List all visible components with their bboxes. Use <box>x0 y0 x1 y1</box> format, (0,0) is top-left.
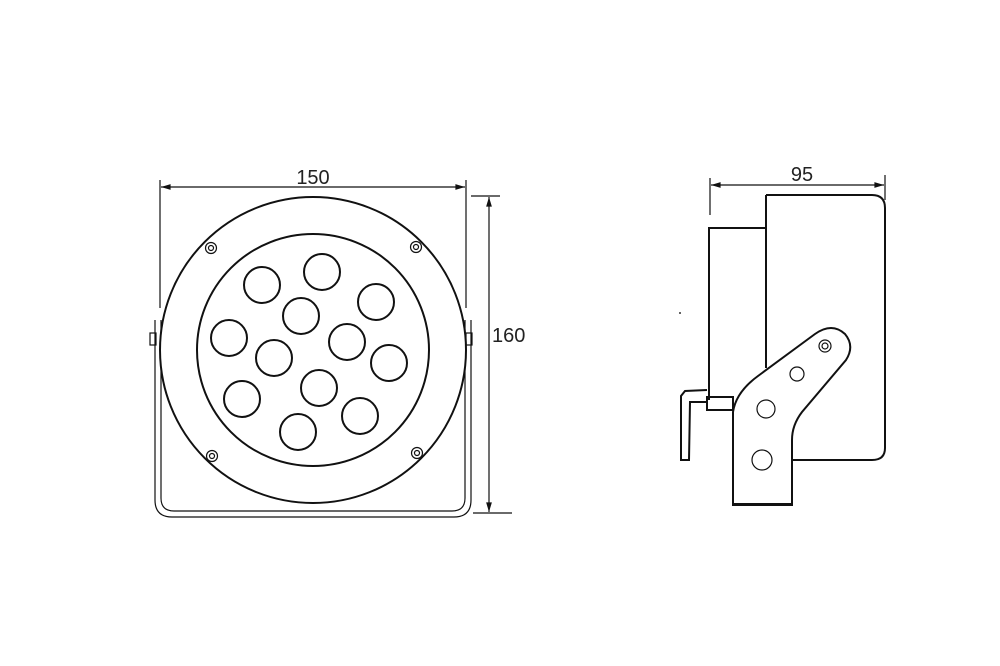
cable-handle <box>680 389 708 461</box>
housing-body <box>766 194 886 461</box>
led-lens <box>328 323 366 361</box>
side-view: 95 <box>679 164 886 506</box>
screw <box>204 241 218 255</box>
led-lens <box>370 344 408 382</box>
led-lens <box>341 397 379 435</box>
led-lens <box>223 380 261 418</box>
pivot-screw <box>818 339 832 353</box>
screw <box>412 243 420 251</box>
hinge-block <box>706 396 734 411</box>
led-lens <box>255 339 293 377</box>
screw <box>413 449 421 457</box>
width-dimension: 150 <box>159 167 467 308</box>
front-view: 150 160 <box>149 167 525 518</box>
stray-dot <box>679 312 681 314</box>
led-lens <box>279 413 317 451</box>
screw <box>207 244 215 252</box>
screws <box>204 240 424 463</box>
bracket-plate <box>732 327 852 506</box>
height-dimension: 160 <box>471 195 525 514</box>
rear-section <box>708 227 766 400</box>
led-lens <box>300 369 338 407</box>
bracket-tab-left <box>149 332 157 346</box>
width-label: 150 <box>296 167 329 189</box>
lens-plate-circle <box>196 233 430 467</box>
screw <box>208 452 216 460</box>
height-label: 160 <box>492 325 525 347</box>
led-lens <box>282 297 320 335</box>
bracket-hole <box>789 366 805 382</box>
led-lens <box>210 319 248 357</box>
led-lens <box>243 266 281 304</box>
mounting-bracket <box>149 320 473 518</box>
led-lens <box>303 253 341 291</box>
outer-housing-circle <box>159 196 467 504</box>
screw <box>205 449 219 463</box>
screw <box>409 240 423 254</box>
led-lens <box>357 283 395 321</box>
bracket-hole <box>756 399 776 419</box>
depth-dimension: 95 <box>709 164 886 215</box>
depth-label: 95 <box>791 164 813 186</box>
led-lenses <box>210 253 408 451</box>
screw <box>410 446 424 460</box>
bracket-hole <box>751 449 773 471</box>
